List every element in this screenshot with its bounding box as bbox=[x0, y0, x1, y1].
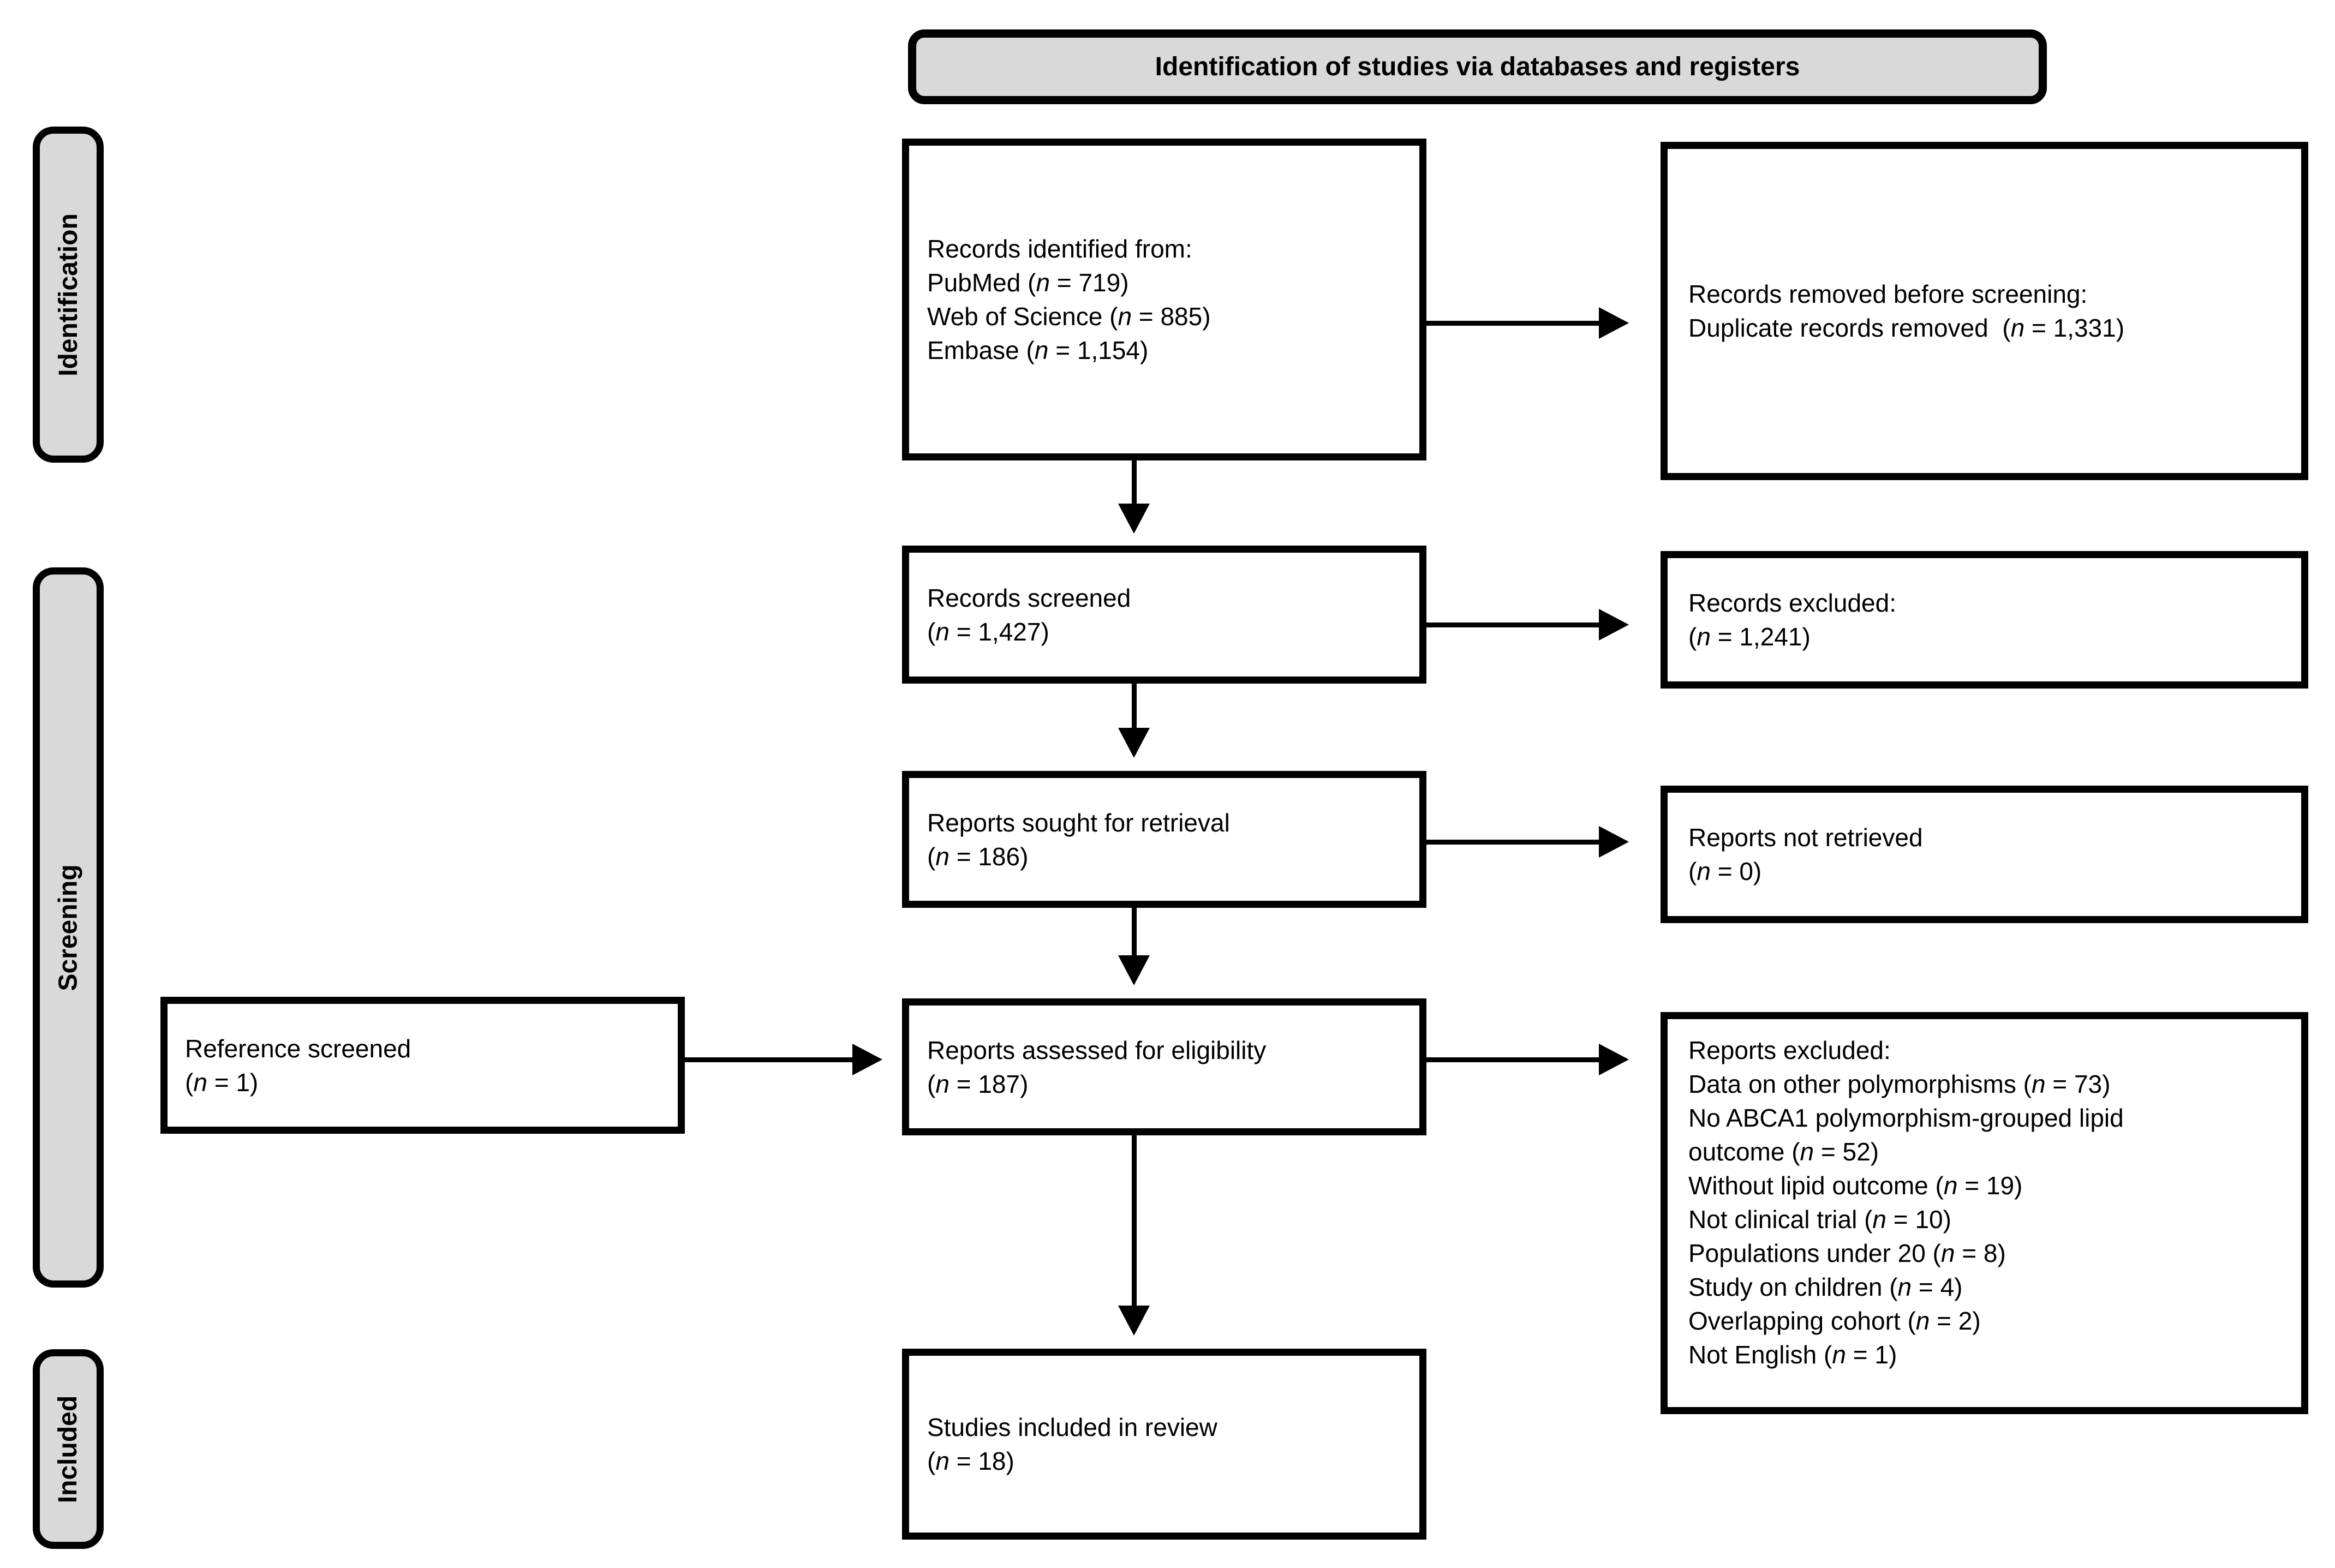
arrow-right-icon bbox=[1599, 609, 1629, 641]
box-text-line: Studies included in review bbox=[927, 1413, 1217, 1441]
box-text-line: (n = 1) bbox=[185, 1068, 259, 1097]
arrow-shaft bbox=[1132, 908, 1137, 956]
rail-included: Included bbox=[33, 1349, 104, 1549]
rail-screening: Screening bbox=[33, 567, 104, 1288]
arrow-down-icon bbox=[1118, 728, 1150, 758]
box-text-line: Records excluded: bbox=[1688, 589, 1896, 617]
box-text-line: Study on children (n = 4) bbox=[1688, 1273, 1963, 1301]
arrow-shaft bbox=[1132, 459, 1137, 505]
arrow-right-icon bbox=[1599, 307, 1629, 339]
box-records-removed: Records removed before screening: Duplica… bbox=[1661, 142, 2308, 480]
box-text-line: Web of Science (n = 885) bbox=[927, 302, 1211, 331]
box-text-line: PubMed (n = 719) bbox=[927, 268, 1129, 297]
arrow-shaft bbox=[1426, 321, 1600, 326]
box-text-line: Overlapping cohort (n = 2) bbox=[1688, 1307, 1981, 1335]
arrow-right-icon bbox=[1599, 826, 1629, 858]
rail-included-label: Included bbox=[53, 1395, 83, 1503]
rail-identification-label: Identification bbox=[53, 213, 83, 376]
box-reports-excluded: Reports excluded: Data on other polymorph… bbox=[1661, 1012, 2308, 1414]
box-text-line: Reports sought for retrieval bbox=[927, 808, 1230, 837]
box-text-line: (n = 1,427) bbox=[927, 617, 1049, 646]
box-text-line: Not English (n = 1) bbox=[1688, 1340, 1897, 1369]
box-studies-included: Studies included in review (n = 18) bbox=[902, 1349, 1426, 1540]
box-reports-sought: Reports sought for retrieval (n = 186) bbox=[902, 771, 1426, 908]
arrow-shaft bbox=[1426, 1057, 1600, 1062]
box-text-line: Records removed before screening: bbox=[1688, 280, 2088, 308]
box-text-line: Records identified from: bbox=[927, 235, 1192, 263]
box-text-line: Records screened bbox=[927, 583, 1131, 612]
arrow-shaft bbox=[1426, 623, 1600, 627]
arrow-shaft bbox=[685, 1057, 853, 1062]
arrow-down-icon bbox=[1118, 1306, 1150, 1336]
title-banner: Identification of studies via databases … bbox=[908, 29, 2047, 104]
arrow-shaft bbox=[1426, 840, 1600, 845]
box-text-line: outcome (n = 52) bbox=[1688, 1138, 1879, 1166]
box-text-line: Reference screened bbox=[185, 1034, 411, 1063]
box-text-line: (n = 1,241) bbox=[1688, 623, 1811, 651]
box-reports-assessed: Reports assessed for eligibility (n = 187… bbox=[902, 998, 1426, 1135]
box-reference-screened: Reference screened (n = 1) bbox=[160, 997, 685, 1134]
box-text-line: Populations under 20 (n = 8) bbox=[1688, 1239, 2006, 1267]
box-text-line: Not clinical trial (n = 10) bbox=[1688, 1205, 1951, 1234]
box-records-screened: Records screened (n = 1,427) bbox=[902, 546, 1426, 684]
box-text-line: (n = 0) bbox=[1688, 857, 1762, 885]
box-reports-not-retrieved: Reports not retrieved (n = 0) bbox=[1661, 786, 2308, 923]
arrow-right-icon bbox=[852, 1044, 882, 1075]
box-text-line: Embase (n = 1,154) bbox=[927, 336, 1149, 364]
arrow-shaft bbox=[1132, 684, 1137, 729]
box-text-line: (n = 186) bbox=[927, 842, 1029, 871]
arrow-down-icon bbox=[1118, 955, 1150, 985]
arrow-right-icon bbox=[1599, 1044, 1629, 1075]
title-text: Identification of studies via databases … bbox=[1155, 52, 1800, 81]
arrow-shaft bbox=[1132, 1135, 1137, 1307]
box-text-line: (n = 187) bbox=[927, 1069, 1029, 1098]
box-text-line: Duplicate records removed (n = 1,331) bbox=[1688, 314, 2125, 342]
rail-identification: Identification bbox=[33, 127, 104, 463]
box-records-identified: Records identified from: PubMed (n = 719)… bbox=[902, 139, 1426, 460]
box-records-excluded: Records excluded: (n = 1,241) bbox=[1661, 551, 2308, 689]
box-text-line: Data on other polymorphisms (n = 73) bbox=[1688, 1070, 2111, 1098]
rail-screening-label: Screening bbox=[53, 864, 83, 991]
box-text-line: Without lipid outcome (n = 19) bbox=[1688, 1171, 2023, 1200]
box-text-line: Reports excluded: bbox=[1688, 1036, 1891, 1064]
box-text-line: (n = 18) bbox=[927, 1447, 1014, 1475]
arrow-down-icon bbox=[1118, 504, 1150, 534]
box-text-line: Reports not retrieved bbox=[1688, 823, 1923, 852]
box-text-line: No ABCA1 polymorphism-grouped lipid bbox=[1688, 1104, 2124, 1132]
box-text-line: Reports assessed for eligibility bbox=[927, 1036, 1267, 1064]
